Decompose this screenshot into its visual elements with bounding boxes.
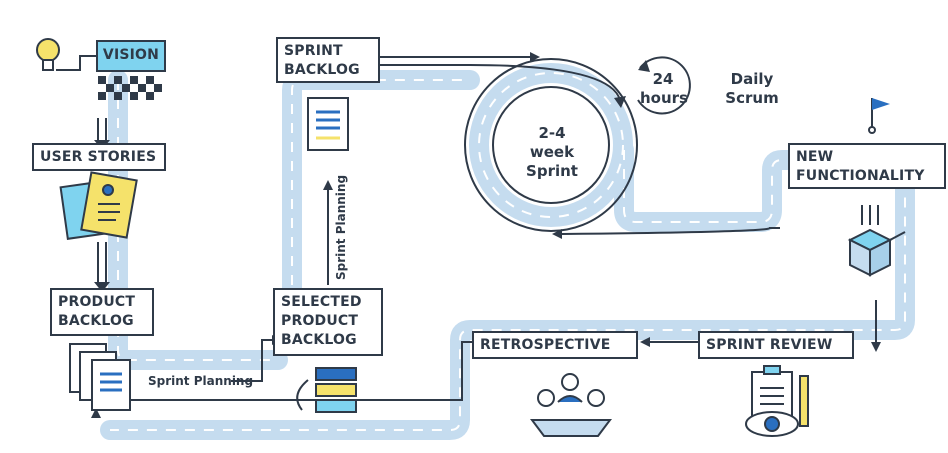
lightbulb-icon [36, 38, 96, 71]
team-meeting-icon [530, 373, 612, 437]
daily-cycle-label: 24 hours [640, 70, 688, 107]
sprint-planning-label-vertical: Sprint Planning [334, 174, 348, 280]
sprint-review-box: SPRINT REVIEW [698, 331, 854, 359]
sprint-loop-ring [464, 56, 691, 232]
retrospective-box: RETROSPECTIVE [472, 331, 638, 359]
vision-box: VISION [96, 40, 166, 72]
product-backlog-box: PRODUCT BACKLOG [50, 288, 154, 336]
daily-scrum-arrowhead-icon [638, 60, 650, 72]
backlog-documents-icon [69, 343, 131, 411]
user-story-cards-icon [59, 171, 138, 240]
goal-flag-icon [868, 98, 890, 134]
sprint-length-label: 2-4 week Sprint [526, 124, 578, 180]
delivery-box-icon [847, 205, 906, 277]
review-clipboard-icon [745, 365, 809, 437]
priority-stack-icon [296, 367, 357, 413]
checkered-flag-icon [98, 76, 162, 100]
user-stories-box: USER STORIES [32, 143, 166, 171]
sprint-planning-label-horizontal: Sprint Planning [148, 374, 254, 388]
daily-scrum-label: Daily Scrum [725, 70, 779, 107]
sprint-backlog-document-icon [307, 97, 349, 151]
new-functionality-box: NEW FUNCTIONALITY [788, 143, 946, 189]
sprint-backlog-box: SPRINT BACKLOG [276, 37, 380, 83]
selected-product-backlog-box: SELECTED PRODUCT BACKLOG [273, 288, 383, 356]
arrowheads [91, 52, 881, 418]
